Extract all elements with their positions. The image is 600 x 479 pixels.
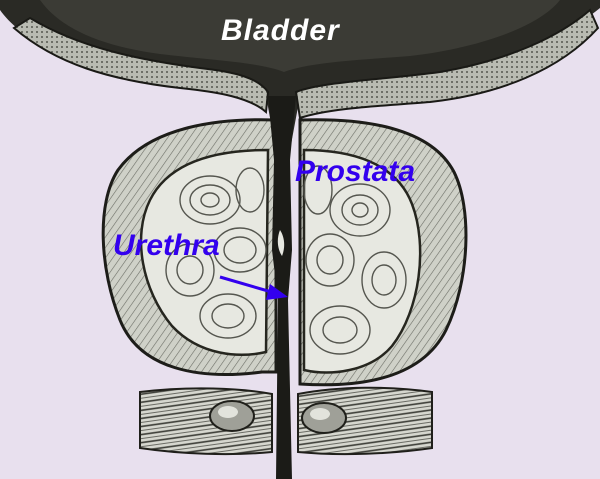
- urethra-label: Urethra: [113, 229, 220, 262]
- pelvic-floor-muscle-left: [139, 387, 273, 456]
- bladder-shape: [0, 0, 600, 150]
- pelvic-floor-muscle-right: [297, 386, 433, 456]
- urethra-pointer-arrow: [219, 275, 288, 300]
- bladder-label: Bladder: [221, 14, 340, 47]
- prostate-shape: [101, 118, 468, 387]
- prostata-label: Prostata: [295, 155, 416, 188]
- urethra-shape: [268, 96, 296, 479]
